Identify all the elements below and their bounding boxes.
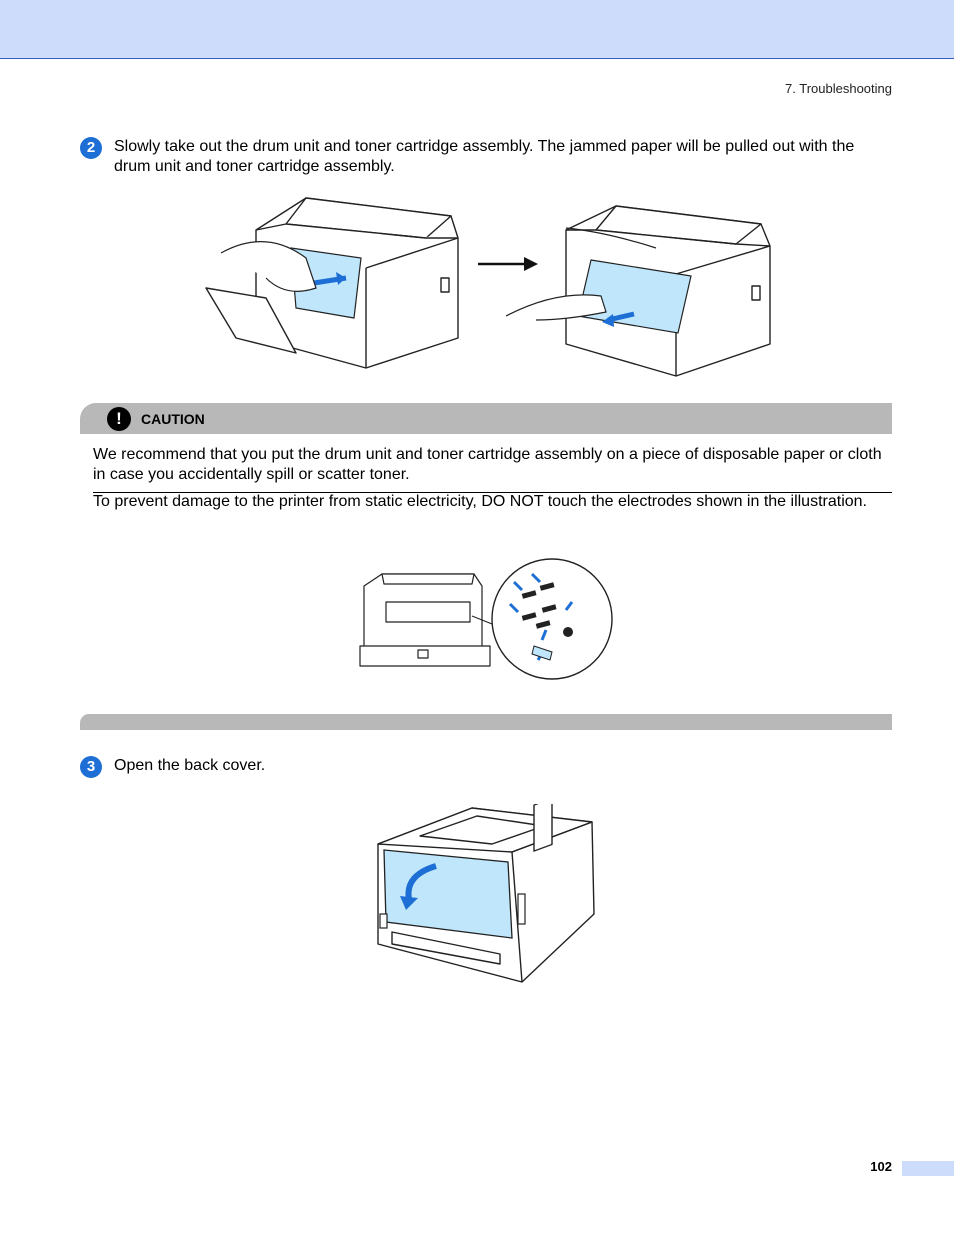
page-number: 102	[870, 1159, 892, 1174]
page-number-tab	[902, 1161, 954, 1176]
caution-paragraph: We recommend that you put the drum unit …	[93, 446, 882, 483]
step-number-badge: 2	[80, 137, 102, 159]
back-cover-illustration	[377, 804, 595, 983]
step-text: Open the back cover.	[114, 757, 266, 774]
exclamation-icon: !	[107, 407, 131, 431]
caution-header: ! CAUTION	[80, 403, 892, 434]
caution-divider	[93, 492, 892, 493]
step-number-badge: 3	[80, 756, 102, 778]
drum-removal-illustration	[205, 197, 771, 377]
caution-paragraph: To prevent damage to the printer from st…	[93, 493, 867, 510]
caution-title: CAUTION	[141, 411, 205, 427]
header-bar	[0, 0, 954, 59]
electrodes-illustration	[359, 558, 613, 680]
caution-footer	[80, 714, 892, 730]
chapter-title: 7. Troubleshooting	[785, 81, 892, 96]
step-text: Slowly take out the drum unit and toner …	[114, 138, 855, 175]
